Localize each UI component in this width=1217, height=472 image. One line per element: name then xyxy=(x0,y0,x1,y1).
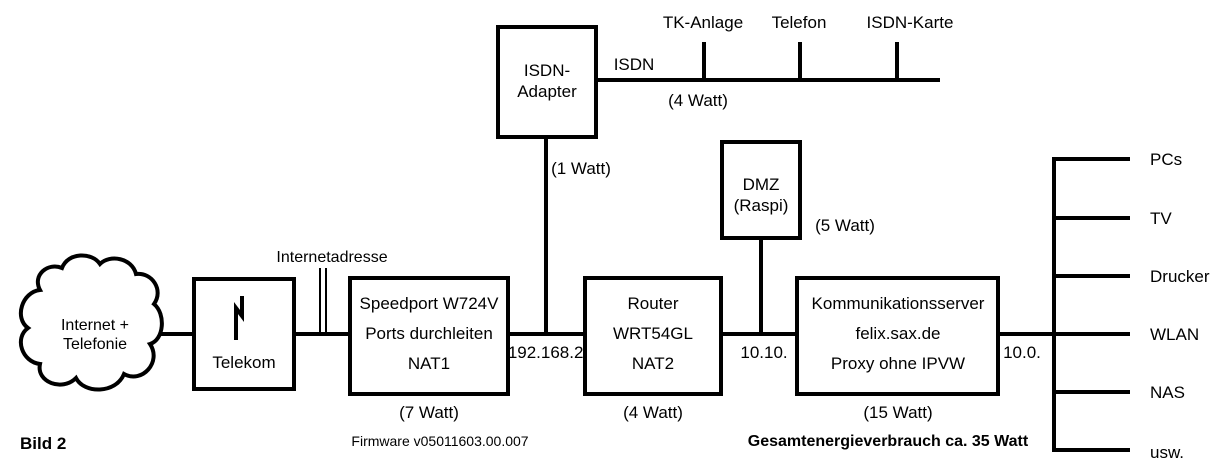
isdn-adapter-line-2: Adapter xyxy=(517,82,577,101)
client-label-tv: TV xyxy=(1150,209,1172,228)
isdn-adapter-line-1: ISDN- xyxy=(524,61,570,80)
net-192-label: 192.168.2. xyxy=(508,343,588,362)
server-box: Kommunikationsserver felix.sax.de Proxy … xyxy=(795,276,1000,396)
router-line-2: WRT54GL xyxy=(613,324,693,343)
total-power: Gesamtenergieverbrauch ca. 35 Watt xyxy=(748,433,1029,450)
isdn-bus-label: ISDN xyxy=(614,55,655,74)
isdn-adapter-power: (1 Watt) xyxy=(551,159,611,178)
lightning-icon xyxy=(234,296,244,340)
client-label-usw: usw. xyxy=(1150,443,1184,462)
figure-label: Bild 2 xyxy=(20,434,66,453)
speedport-line-3: NAT1 xyxy=(408,354,450,373)
speedport-firmware: Firmware v05011603.00.007 xyxy=(351,433,528,449)
speedport-power: (7 Watt) xyxy=(399,403,459,422)
client-label-drucker: Drucker xyxy=(1150,267,1210,286)
dmz-line-2: (Raspi) xyxy=(734,196,789,215)
speedport-line-1: Speedport W724V xyxy=(360,294,500,313)
router-power: (4 Watt) xyxy=(623,403,683,422)
telekom-label: Telekom xyxy=(212,353,275,372)
net-10-0-label: 10.0. xyxy=(1003,343,1041,362)
isdn-adapter-box: ISDN- Adapter xyxy=(496,25,598,139)
router-line-1: Router xyxy=(627,294,678,313)
cloud-line-2: Telefonie xyxy=(63,336,127,353)
server-line-3: Proxy ohne IPVW xyxy=(831,354,965,373)
dmz-power: (5 Watt) xyxy=(815,216,875,235)
speedport-line-2: Ports durchleiten xyxy=(365,324,493,343)
router-line-3: NAT2 xyxy=(632,354,674,373)
client-label-nas: NAS xyxy=(1150,383,1185,402)
dmz-line-1: DMZ xyxy=(743,175,780,194)
dmz-box: DMZ (Raspi) xyxy=(720,140,802,240)
cloud-line-1: Internet + xyxy=(61,317,129,334)
internetadresse-label: Internetadresse xyxy=(276,249,387,266)
server-line-2: felix.sax.de xyxy=(855,324,940,343)
speedport-box: Speedport W724V Ports durchleiten NAT1 xyxy=(348,276,510,396)
client-label-pcs: PCs xyxy=(1150,150,1182,169)
router-box: Router WRT54GL NAT2 xyxy=(583,276,723,396)
internet-cloud: Internet + Telefonie xyxy=(18,253,164,392)
server-power: (15 Watt) xyxy=(863,403,932,422)
client-label-wlan: WLAN xyxy=(1150,325,1199,344)
isdn-device-telefon: Telefon xyxy=(772,13,827,32)
isdn-device-isdn-karte: ISDN-Karte xyxy=(867,13,954,32)
telekom-box: Telekom xyxy=(192,277,296,391)
isdn-bus-power: (4 Watt) xyxy=(668,91,728,110)
net-10-10-label: 10.10. xyxy=(740,343,787,362)
isdn-device-tk-anlage: TK-Anlage xyxy=(663,13,743,32)
server-line-1: Kommunikationsserver xyxy=(812,294,985,313)
